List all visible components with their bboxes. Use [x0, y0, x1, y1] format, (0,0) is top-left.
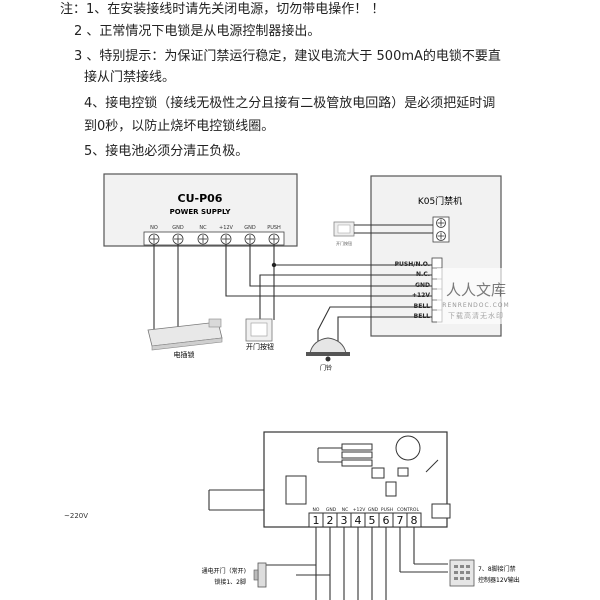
- psu-title: CU-P06: [178, 192, 223, 205]
- terminal-number-2: 2: [327, 514, 334, 527]
- note-3-line-1: 3 、特别提示：为保证门禁运行稳定，建议电流大于 500mA的电锁不要直: [74, 49, 501, 64]
- watermark-subtitle: 下载高清无水印: [448, 311, 504, 320]
- terminal-header-push: PUSH: [381, 507, 393, 513]
- psu-subtitle: POWER SUPPLY: [170, 208, 232, 216]
- psu-terminal-label-no: NO: [150, 225, 158, 231]
- terminal-number-8: 8: [411, 514, 418, 527]
- psu-terminal-label-gnd: GND: [172, 225, 184, 231]
- terminal-header-gnd: GND: [326, 507, 337, 513]
- lock-device-icon: [253, 562, 267, 588]
- terminal-header-12v: +12V: [353, 507, 366, 513]
- psu-terminal-label-push: PUSH: [267, 225, 281, 231]
- terminal-number-1: 1: [313, 514, 320, 527]
- watermark: 人人文库 RENRENDOC.COM 下载高清无水印: [437, 268, 519, 324]
- controller-title: K05门禁机: [418, 195, 462, 207]
- terminal-number-7: 7: [397, 514, 404, 527]
- psu-terminal-label-12v: +12V: [219, 225, 234, 231]
- terminal-header-control: CONTROL: [397, 507, 419, 513]
- terminal-number-4: 4: [355, 514, 362, 527]
- psu-terminal-label-nc: NC: [199, 225, 207, 231]
- note-4-line-1: 4、接电控锁（接线无极性之分且接有二极管放电回路）是必须把延时调: [84, 96, 496, 111]
- diagram-2: NO GND NC +12V GND PUSH CONTROL 1 2: [64, 431, 520, 600]
- psu-terminal-label-gnd2: GND: [244, 225, 256, 231]
- diagram-2-wires: [262, 527, 448, 600]
- keypad-label-line-2: 控制器12V输出: [478, 576, 520, 584]
- note-2: 2 、正常情况下电锁是从电源控制器接出。: [74, 24, 321, 39]
- doorbell-label: 门铃: [320, 364, 332, 372]
- terminal-number-3: 3: [341, 514, 348, 527]
- junction-dot: [271, 262, 277, 268]
- note-3-line-2: 接从门禁接线。: [84, 70, 176, 85]
- electric-lock-label: 电插锁: [174, 350, 195, 359]
- note-4-line-2: 到0秒，以防止烧坏电控锁线圈。: [84, 119, 275, 134]
- electric-lock-icon: [147, 318, 223, 351]
- note-5: 5、接电池必须分清正负极。: [84, 144, 249, 159]
- small-exit-button-label: 开门按钮: [336, 240, 352, 246]
- capacitor-icon: [395, 435, 421, 461]
- exit-button-label: 开门按钮: [246, 342, 274, 351]
- diagram-1: CU-P06 POWER SUPPLY NO GND NC +12V GND P…: [103, 173, 502, 372]
- psu-terminal-strip: [143, 231, 285, 246]
- terminal-header-no: NO: [313, 507, 320, 513]
- watermark-url: RENRENDOC.COM: [442, 302, 509, 309]
- watermark-title: 人人文库: [446, 281, 506, 299]
- lock-label-line-1: 通电开门（常开): [202, 567, 246, 575]
- numbered-terminal-block: 1 2 3 4 5 6 7 8: [308, 512, 422, 528]
- lock-label-line-2: 锁接1、2脚: [214, 578, 246, 586]
- terminal-header-gnd2: GND: [368, 507, 379, 513]
- terminal-number-6: 6: [383, 514, 390, 527]
- keypad-controller-icon: [449, 559, 475, 587]
- exit-button-icon: [245, 318, 273, 342]
- keypad-label-line-1: 7、8脚接门禁: [478, 565, 516, 573]
- mains-voltage-label: ~220V: [64, 512, 88, 520]
- terminal-header-nc: NC: [342, 507, 349, 513]
- note-1: 注：1、在安装接线时请先关闭电源，切勿带电操作！ ！: [60, 2, 385, 17]
- terminal-number-5: 5: [369, 514, 376, 527]
- doorbell-icon: [306, 337, 350, 362]
